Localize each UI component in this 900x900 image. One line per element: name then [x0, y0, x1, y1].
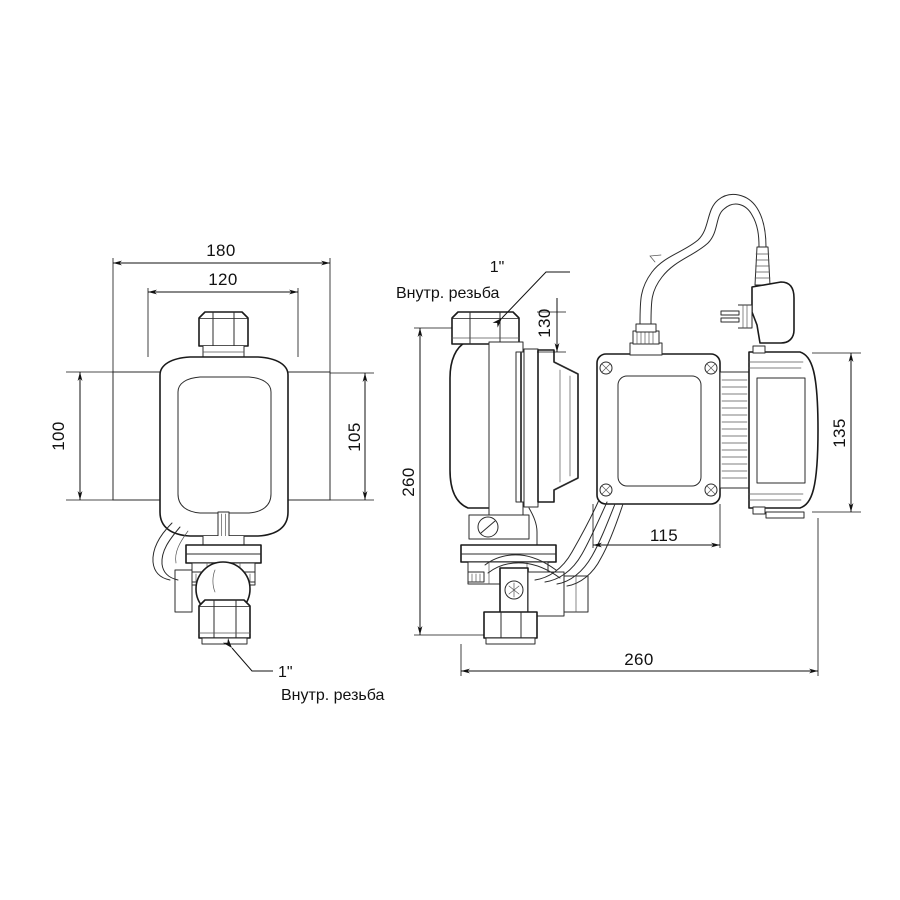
side-top-nut — [451, 311, 520, 345]
cable-gland — [629, 323, 663, 356]
dim-115-label: 115 — [650, 526, 678, 545]
front-body-inner — [177, 376, 272, 514]
dim-105-label: 105 — [345, 422, 364, 452]
plug-strain-relief — [754, 246, 771, 286]
side-control-box — [596, 353, 721, 505]
thread-note-bottom-label: Внутр. резьба — [281, 687, 385, 704]
control-box-screws — [599, 361, 718, 497]
thread-note-top-label: Внутр. резьба — [396, 285, 500, 302]
dim-100-label: 100 — [49, 421, 68, 451]
side-cable-bundle — [484, 499, 624, 587]
plug-pin — [720, 317, 740, 323]
side-cooling-fins — [719, 371, 750, 489]
dim-260-vertical-label: 260 — [399, 467, 418, 497]
front-top-nut — [198, 311, 249, 363]
dim-180-label: 180 — [206, 241, 236, 260]
front-cable-bundle — [152, 522, 189, 581]
side-lower-assembly — [460, 507, 589, 645]
side-view-dimensions: 1" Внутр. резьба 130 260 135 115 260 — [396, 259, 861, 676]
thread-size-top-label: 1" — [490, 259, 505, 276]
plug-pin — [720, 310, 740, 316]
dim-130-label: 130 — [535, 308, 554, 338]
front-view-group — [112, 311, 331, 645]
power-cord — [639, 193, 767, 325]
dim-260-horizontal-label: 260 — [624, 650, 654, 669]
side-view-group — [449, 193, 819, 645]
front-lower-assembly — [174, 511, 262, 645]
dim-120-label: 120 — [208, 270, 238, 289]
dim-135-label: 135 — [830, 418, 849, 448]
thread-size-bottom-label: 1" — [278, 664, 293, 681]
side-motor-cone — [537, 349, 579, 503]
control-box-face — [617, 375, 702, 487]
side-end-cover — [748, 345, 819, 519]
front-view-dimensions: 180 120 100 105 1" Внутр. резьба — [49, 241, 385, 704]
front-body-outer — [159, 356, 289, 537]
power-plug — [720, 281, 795, 344]
